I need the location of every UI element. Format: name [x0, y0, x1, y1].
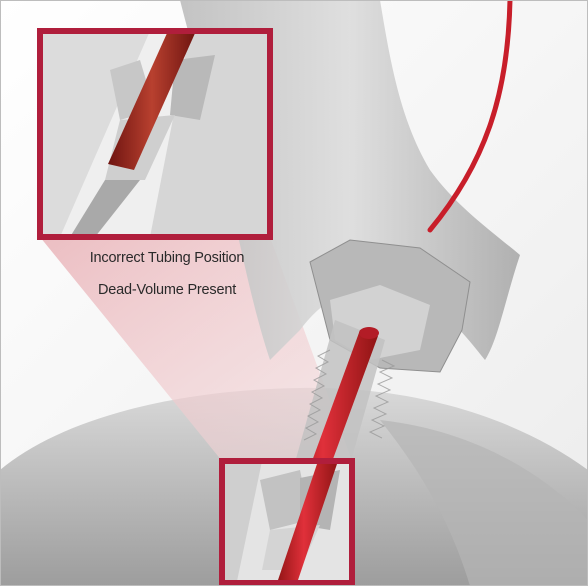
caption-dead-volume: Dead-Volume Present	[52, 282, 282, 298]
inset-top-content	[40, 31, 270, 237]
inset-bottom-content	[222, 461, 352, 586]
caption-incorrect-position: Incorrect Tubing Position	[52, 250, 282, 266]
